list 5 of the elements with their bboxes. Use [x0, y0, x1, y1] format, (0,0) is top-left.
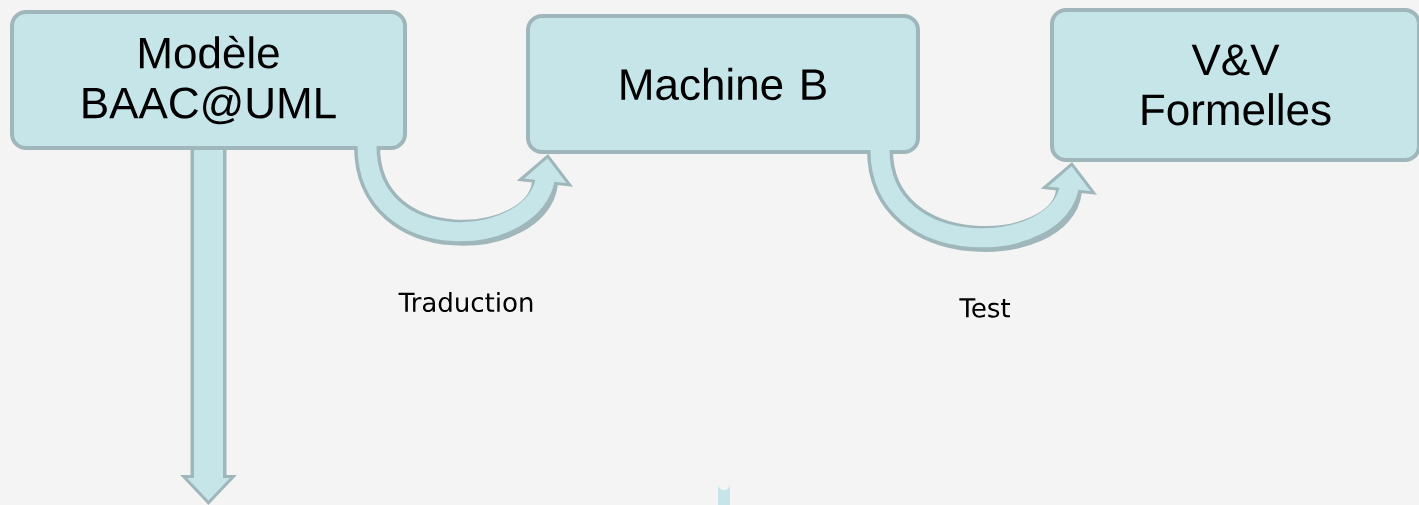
process-box: Machine B [526, 14, 920, 154]
edge-label: Traduction [396, 289, 537, 315]
process-box: V&V Formelles [1050, 8, 1419, 162]
process-box: Modèle BAAC@UML [10, 10, 407, 150]
edge-label: Test [957, 296, 1013, 320]
